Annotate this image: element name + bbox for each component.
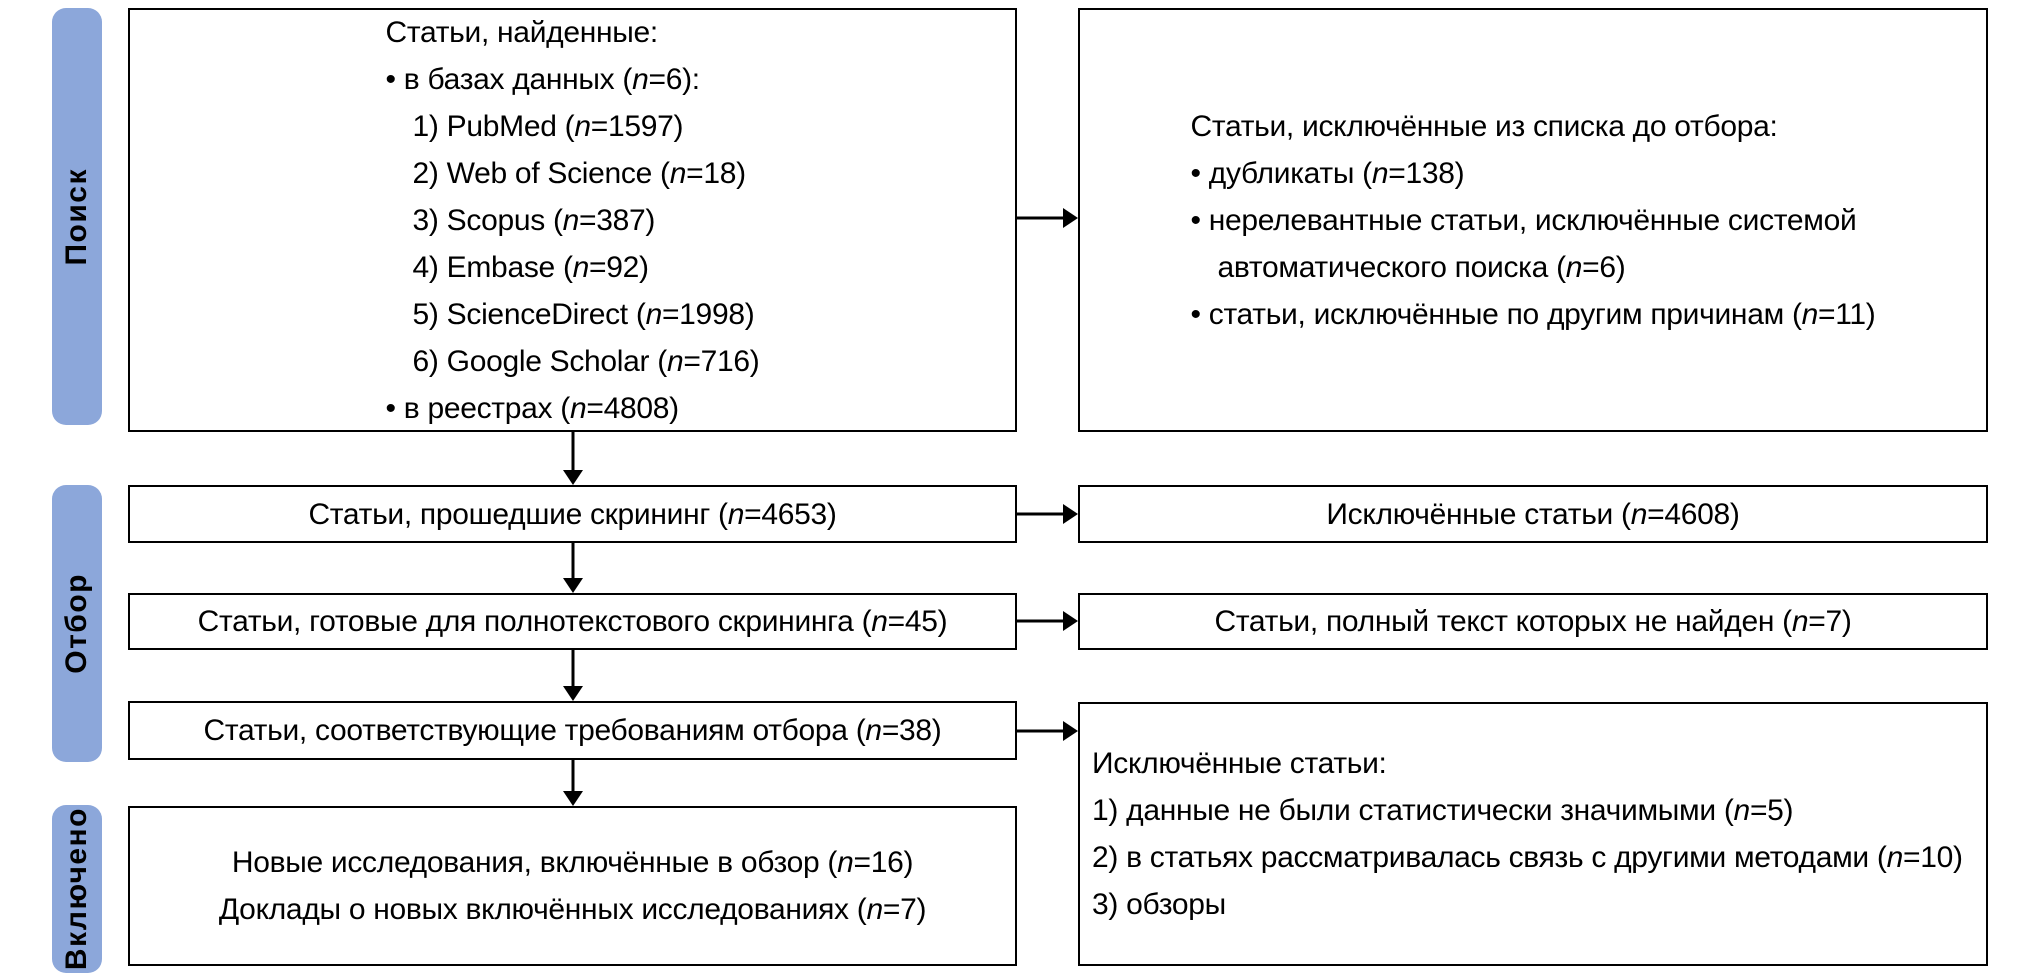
box-eligible-text: Статьи, соответствующие требованиям отбо… bbox=[203, 707, 941, 754]
box-fulltext-assessed: Статьи, готовые для полнотекстового скри… bbox=[128, 593, 1017, 650]
arrow-shaft bbox=[571, 432, 575, 473]
box-excluded-eligibility-text: Исключённые статьи: 1) данные не были ста… bbox=[1080, 740, 1969, 928]
text-line: 3) Scopus (n=387) bbox=[412, 203, 656, 237]
stage-bar-screening: Отбор bbox=[52, 485, 102, 762]
box-records-identified: Статьи, найденные: • в базах данных (n=6)… bbox=[128, 8, 1017, 432]
text-line: Статьи, соответствующие требованиям отбо… bbox=[203, 714, 942, 747]
arrow-eligible-to-excluded-eligibility bbox=[1017, 719, 1078, 743]
text-line: автоматического поиска (n=6) bbox=[1217, 250, 1626, 284]
box-fulltext-not-found: Статьи, полный текст которых не найден (… bbox=[1078, 593, 1988, 650]
arrow-shaft bbox=[571, 650, 575, 689]
stage-label-included: Включено bbox=[60, 807, 93, 971]
text-line: Статьи, прошедшие скрининг (n=4653) bbox=[308, 497, 837, 531]
text-line: Исключённые статьи (n=4608) bbox=[1326, 497, 1740, 531]
text-line: Статьи, исключённые из списка до отбора: bbox=[1190, 109, 1778, 143]
text-line: Доклады о новых включённых исследованиях… bbox=[218, 893, 927, 926]
arrow-shaft bbox=[1017, 729, 1066, 733]
text-line: 5) ScienceDirect (n=1998) bbox=[412, 297, 755, 331]
text-line: • в базах данных (n=6): bbox=[385, 62, 701, 96]
arrow-shaft bbox=[1017, 216, 1066, 220]
arrow-shaft bbox=[1017, 512, 1066, 516]
arrow-head-icon bbox=[563, 470, 583, 485]
arrow-eligible-to-included bbox=[561, 760, 585, 806]
box-records-screened: Статьи, прошедшие скрининг (n=4653) bbox=[128, 485, 1017, 543]
text-line: 6) Google Scholar (n=716) bbox=[412, 344, 760, 378]
arrow-head-icon bbox=[1063, 208, 1078, 228]
box-included: Новые исследования, включённые в обзор (… bbox=[128, 806, 1017, 966]
text-line: Статьи, полный текст которых не найден (… bbox=[1214, 605, 1852, 638]
arrow-head-icon bbox=[1063, 611, 1078, 631]
text-line: 2) в статьях рассматривалась связь с дру… bbox=[1092, 841, 1963, 874]
stage-bar-included: Включено bbox=[52, 805, 102, 973]
box-excluded-screened: Исключённые статьи (n=4608) bbox=[1078, 485, 1988, 543]
text-line: 4) Embase (n=92) bbox=[412, 250, 649, 284]
box-fulltext-assessed-text: Статьи, готовые для полнотекстового скри… bbox=[198, 598, 948, 645]
box-excluded-prescreen-text: Статьи, исключённые из списка до отбора:… bbox=[1191, 103, 1876, 338]
text-line: Статьи, готовые для полнотекстового скри… bbox=[197, 605, 948, 638]
arrow-screened-to-fulltext bbox=[561, 543, 585, 593]
text-line: 2) Web of Science (n=18) bbox=[412, 156, 747, 190]
box-records-identified-text: Статьи, найденные: • в базах данных (n=6)… bbox=[386, 9, 760, 432]
arrow-head-icon bbox=[563, 686, 583, 701]
box-records-screened-text: Статьи, прошедшие скрининг (n=4653) bbox=[308, 491, 836, 538]
arrow-head-icon bbox=[563, 578, 583, 593]
text-line: • статьи, исключённые по другим причинам… bbox=[1190, 297, 1876, 331]
arrow-shaft bbox=[1017, 619, 1066, 623]
arrow-head-icon bbox=[563, 791, 583, 806]
text-line: 3) обзоры bbox=[1092, 888, 1226, 921]
arrow-shaft bbox=[571, 543, 575, 581]
stage-label-screening: Отбор bbox=[60, 573, 93, 674]
text-line: 1) PubMed (n=1597) bbox=[412, 109, 684, 143]
text-line: Новые исследования, включённые в обзор (… bbox=[231, 846, 914, 879]
stage-label-search: Поиск bbox=[60, 167, 93, 266]
arrow-fulltext-to-not-found bbox=[1017, 609, 1078, 633]
text-line: • в реестрах (n=4808) bbox=[385, 391, 680, 425]
box-included-text: Новые исследования, включённые в обзор (… bbox=[218, 839, 927, 933]
arrow-identified-to-excluded-prescreen bbox=[1017, 206, 1078, 230]
text-line: • дубликаты (n=138) bbox=[1190, 156, 1465, 190]
text-line: Исключённые статьи: bbox=[1092, 747, 1387, 780]
arrow-fulltext-to-eligible bbox=[561, 650, 585, 701]
box-excluded-eligibility: Исключённые статьи: 1) данные не были ста… bbox=[1078, 702, 1988, 966]
text-line: Статьи, найденные: bbox=[385, 15, 659, 49]
arrow-identified-to-screened bbox=[561, 432, 585, 485]
text-line: 1) данные не были статистически значимым… bbox=[1092, 794, 1794, 827]
box-excluded-screened-text: Исключённые статьи (n=4608) bbox=[1326, 491, 1739, 538]
arrow-head-icon bbox=[1063, 721, 1078, 741]
box-fulltext-not-found-text: Статьи, полный текст которых не найден (… bbox=[1214, 598, 1851, 645]
arrow-shaft bbox=[571, 760, 575, 794]
arrow-screened-to-excluded bbox=[1017, 502, 1078, 526]
box-excluded-prescreen: Статьи, исключённые из списка до отбора:… bbox=[1078, 8, 1988, 432]
arrow-head-icon bbox=[1063, 504, 1078, 524]
box-eligible: Статьи, соответствующие требованиям отбо… bbox=[128, 701, 1017, 760]
stage-bar-search: Поиск bbox=[52, 8, 102, 425]
text-line: • нерелевантные статьи, исключённые сист… bbox=[1190, 203, 1857, 237]
